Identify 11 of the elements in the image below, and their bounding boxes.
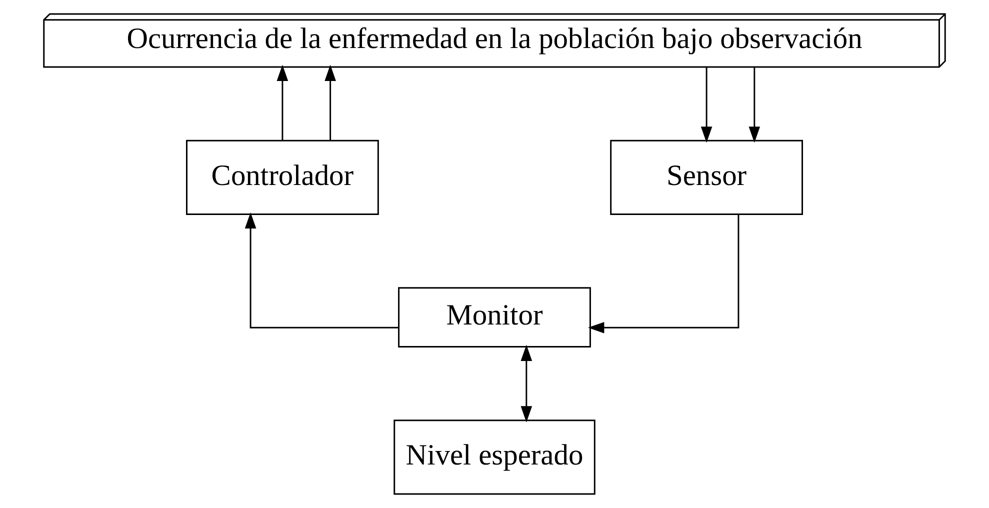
node-box: Sensor (610, 140, 803, 215)
arrow (588, 214, 740, 334)
node-box: Nivel esperado (394, 420, 596, 495)
arrow (324, 64, 336, 140)
arrow (244, 212, 399, 328)
node-box: Monitor (398, 287, 591, 348)
node-box: Controlador (186, 140, 379, 215)
arrow (520, 344, 532, 422)
arrow (276, 64, 288, 140)
arrow (748, 68, 760, 143)
arrow (700, 68, 712, 143)
